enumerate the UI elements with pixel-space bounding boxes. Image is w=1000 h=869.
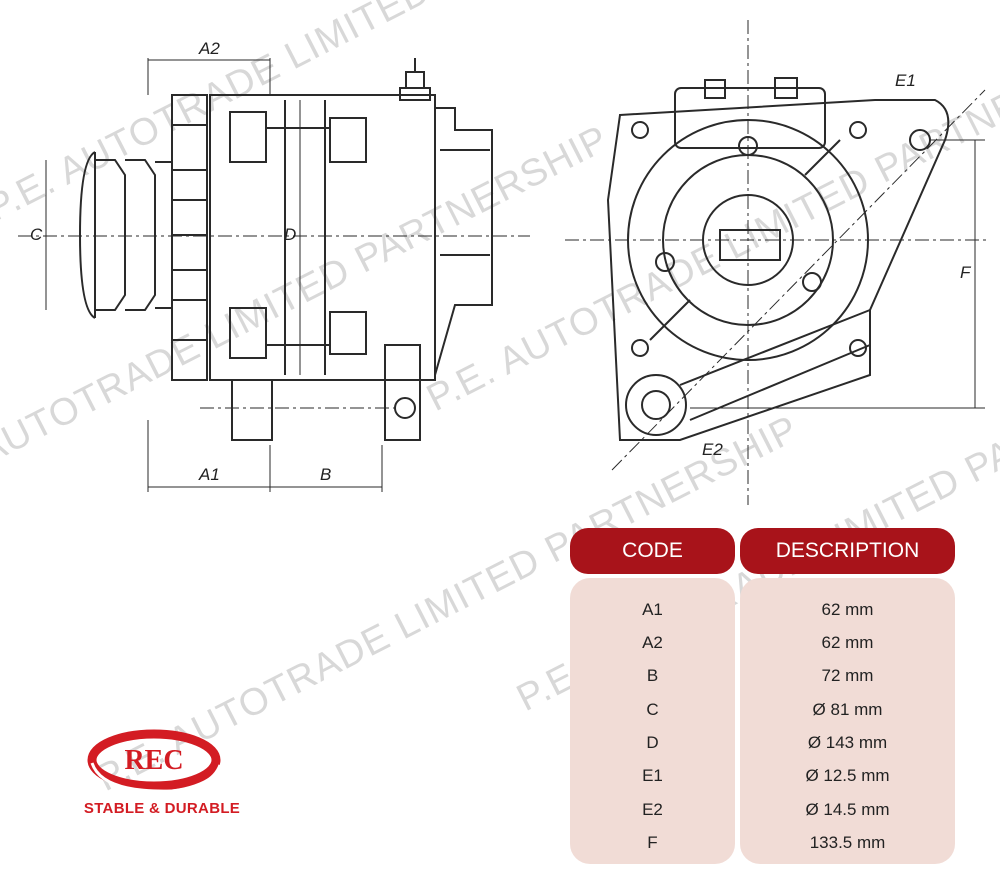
rear-plate — [606, 99, 950, 441]
label-e2: E2 — [702, 440, 723, 459]
code-cell: A2 — [642, 633, 663, 652]
label-a2: A2 — [198, 39, 220, 58]
rec-logo: REC — [87, 729, 222, 793]
label-a1: A1 — [198, 465, 220, 484]
description-column: 62 mm 62 mm 72 mm Ø 81 mm Ø 143 mm Ø 12.… — [740, 578, 955, 864]
description-cell: Ø 81 mm — [812, 700, 883, 719]
code-cell: D — [646, 733, 659, 752]
description-cell: 133.5 mm — [809, 833, 886, 852]
fan-housing — [171, 94, 208, 381]
logo-brand-text: REC — [124, 745, 183, 776]
code-cell: E1 — [642, 766, 663, 785]
label-c: C — [30, 225, 43, 244]
label-d: D — [284, 225, 296, 244]
description-cell: 62 mm — [821, 600, 874, 619]
rear-housing — [434, 107, 493, 376]
code-cell: F — [647, 833, 658, 852]
description-cell: 72 mm — [821, 666, 874, 685]
code-column: A1 A2 B C D E1 E2 F — [570, 578, 735, 864]
code-column-header: CODE — [570, 528, 735, 574]
label-f: F — [960, 263, 972, 282]
label-b: B — [320, 465, 331, 484]
mount-hole-e2 — [625, 374, 687, 436]
code-cell: E2 — [642, 800, 663, 819]
description-column-header: DESCRIPTION — [740, 528, 955, 574]
description-cell: 62 mm — [821, 633, 874, 652]
mounting-foot-rear — [384, 344, 421, 441]
description-cell: Ø 143 mm — [807, 733, 888, 752]
logo-tagline: STABLE & DURABLE — [83, 800, 241, 817]
code-cell: A1 — [642, 600, 663, 619]
pulley — [78, 151, 173, 319]
code-cell: B — [646, 666, 659, 685]
mounting-foot-front — [231, 379, 273, 441]
terminal-block — [674, 87, 826, 149]
mount-hole-e1 — [909, 129, 931, 151]
description-cell: Ø 12.5 mm — [805, 766, 890, 785]
code-cell: C — [646, 700, 659, 719]
label-e1: E1 — [895, 71, 916, 90]
alternator-body — [209, 94, 436, 381]
description-cell: Ø 14.5 mm — [805, 800, 890, 819]
